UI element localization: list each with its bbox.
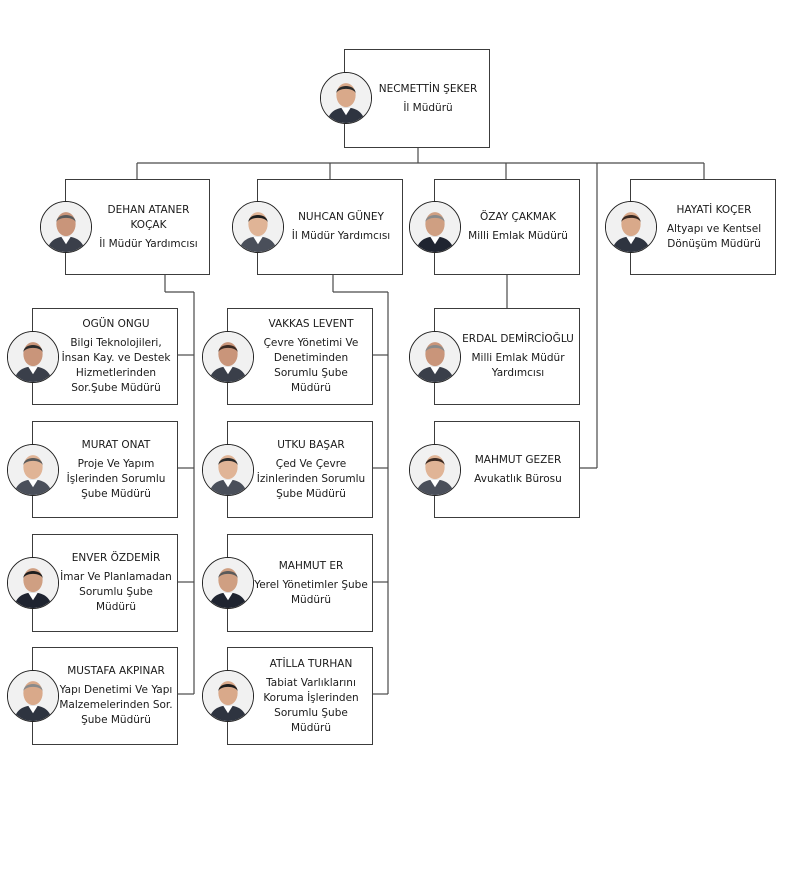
person-name: MURAT ONAT [81, 438, 151, 451]
person-name: ATİLLA TURHAN [269, 657, 353, 670]
person-portrait-icon [233, 202, 283, 252]
person-title: Avukatlık Bürosu [474, 472, 562, 485]
person-name: MAHMUT ER [278, 559, 344, 572]
person-name: VAKKAS LEVENT [268, 318, 354, 330]
person-name: ERDAL DEMİRCİOĞLU [462, 333, 574, 345]
person-title: Altyapı ve Kentsel Dönüşüm Müdürü [666, 222, 762, 250]
person-portrait-icon [203, 332, 253, 382]
org-node-turhan: ATİLLA TURHAN Tabiat Varlıklarını Koruma … [227, 647, 373, 745]
avatar-akpinar [7, 670, 59, 722]
person-title: İl Müdür Yardımcısı [99, 237, 198, 250]
person-title: Yapı Denetimi Ve Yapı Malzemelerinden So… [59, 684, 173, 726]
avatar-cakmak [409, 201, 461, 253]
person-portrait-icon [321, 73, 371, 123]
person-title: Tabiat Varlıklarını Koruma İşlerinden So… [263, 676, 359, 734]
avatar-ongu [7, 331, 59, 383]
person-portrait-icon [606, 202, 656, 252]
person-portrait-icon [410, 445, 460, 495]
avatar-turhan [202, 670, 254, 722]
person-title: Milli Emlak Müdürü [468, 230, 568, 242]
org-node-ongu: OGÜN ONGU Bilgi Teknolojileri, İnsan Kay.… [32, 308, 178, 405]
org-node-guney: NUHCAN GÜNEY İl Müdür Yardımcısı [257, 179, 403, 275]
person-name: DEHAN ATANER KOÇAK [107, 203, 190, 231]
person-portrait-icon [410, 202, 460, 252]
person-name: OGÜN ONGU [82, 318, 150, 330]
person-portrait-icon [203, 445, 253, 495]
person-name: NECMETTİN ŞEKER [378, 82, 478, 95]
person-name: ÖZAY ÇAKMAK [479, 211, 557, 223]
avatar-er [202, 557, 254, 609]
person-title: İl Müdür Yardımcısı [291, 230, 391, 242]
avatar-onat [7, 444, 59, 496]
avatar-guney [232, 201, 284, 253]
person-portrait-icon [41, 202, 91, 252]
person-title: Bilgi Teknolojileri, İnsan Kay. ve Deste… [61, 337, 171, 394]
avatar-levent [202, 331, 254, 383]
org-node-kocak: DEHAN ATANER KOÇAK İl Müdür Yardımcısı [65, 179, 210, 275]
org-node-cakmak: ÖZAY ÇAKMAK Milli Emlak Müdürü [434, 179, 580, 275]
person-portrait-icon [203, 671, 253, 721]
person-name: MUSTAFA AKPINAR [67, 665, 165, 677]
person-portrait-icon [8, 445, 58, 495]
person-title: Milli Emlak Müdür Yardımcısı [471, 352, 565, 379]
avatar-kocak [40, 201, 92, 253]
avatar-gezer [409, 444, 461, 496]
avatar-demircioglu [409, 331, 461, 383]
person-title: Çed Ve Çevre İzinlerinden Sorumlu Şube M… [256, 457, 366, 500]
avatar-kocer [605, 201, 657, 253]
person-title: Proje Ve Yapım İşlerinden Sorumlu Şube M… [66, 457, 166, 500]
person-portrait-icon [8, 332, 58, 382]
avatar-ozdemir [7, 557, 59, 609]
person-name: MAHMUT GEZER [474, 453, 562, 466]
person-portrait-icon [410, 332, 460, 382]
person-portrait-icon [8, 671, 58, 721]
person-name: UTKU BAŞAR [277, 438, 345, 451]
person-name: NUHCAN GÜNEY [298, 211, 384, 223]
person-portrait-icon [203, 558, 253, 608]
avatar-basar [202, 444, 254, 496]
person-title: İmar Ve Planlamadan Sorumlu Şube Müdürü [60, 571, 172, 613]
person-name: HAYATİ KOÇER [676, 203, 752, 216]
person-name: ENVER ÖZDEMİR [71, 552, 161, 564]
person-portrait-icon [8, 558, 58, 608]
person-title: İl Müdürü [403, 101, 453, 114]
person-title: Yerel Yönetimler Şube Müdürü [254, 578, 368, 606]
person-title: Çevre Yönetimi Ve Denetiminden Sorumlu Ş… [263, 337, 359, 394]
avatar-sekerr [320, 72, 372, 124]
